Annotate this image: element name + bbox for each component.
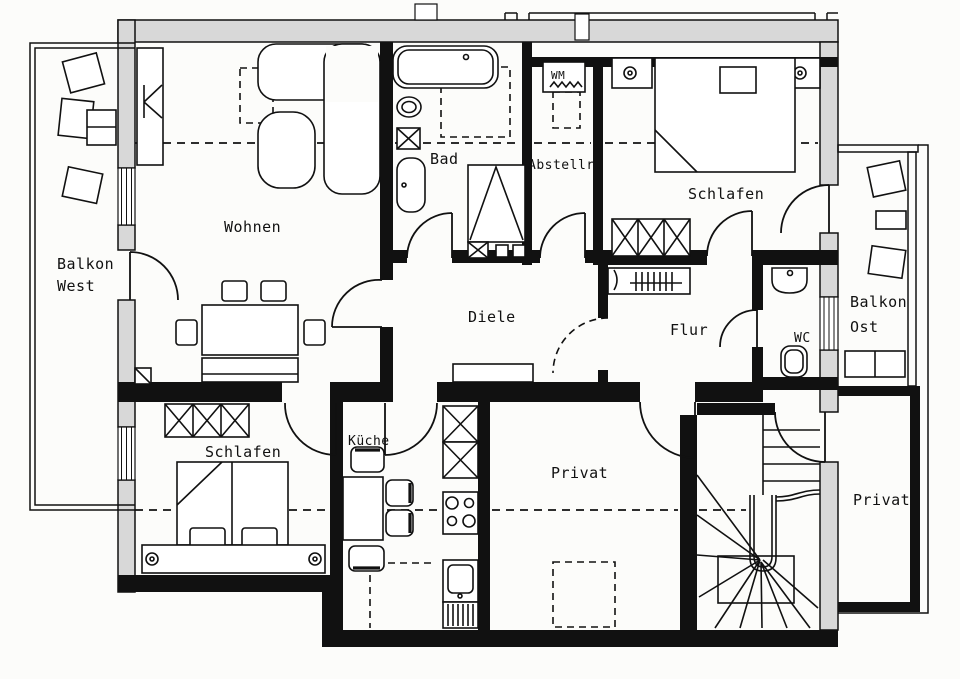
balcony-west-furniture: [57, 51, 117, 205]
balcony-east-furniture: [844, 159, 907, 378]
toilet-bad: [396, 96, 422, 118]
wc-door: [719, 309, 758, 348]
schlafen-top-door: [706, 210, 753, 257]
privat-center-door: [639, 401, 696, 459]
sideboard: [201, 357, 299, 383]
window-wc: [819, 296, 839, 351]
tv-cabinet: [136, 47, 164, 166]
balcony-west-door: [129, 251, 179, 301]
washing-machine: [542, 61, 586, 93]
nightstand-left: [611, 57, 653, 89]
window-wohnen: [117, 167, 136, 226]
dining-chairs: [175, 280, 326, 346]
dining-table: [201, 304, 299, 356]
abstellraum-door: [539, 212, 586, 259]
roof-window-bad: [440, 66, 511, 138]
room-label-schlafen-top: Schlafen: [688, 185, 764, 203]
room-label-abstellraum: Abstellr.: [528, 158, 603, 173]
room-label-diele: Diele: [468, 308, 516, 326]
kitchen-chairs: [348, 446, 414, 572]
washbasin-wc: [771, 267, 808, 294]
room-label-balkon-ost-2: Ost: [850, 318, 879, 336]
doors: [129, 184, 830, 463]
diele-furniture: [452, 363, 534, 383]
kitchen-sink: [442, 559, 479, 603]
wardrobe-bottom: [164, 403, 250, 438]
double-bed-bottom: [141, 461, 326, 574]
abstellraum-furniture: [542, 61, 586, 93]
kueche-furniture: [342, 405, 479, 629]
room-label-flur: Flur: [670, 321, 708, 339]
shower: [467, 164, 526, 243]
wc-furniture: [771, 267, 808, 378]
corner-sofa: [257, 43, 381, 195]
roof-window-abstellraum: [552, 91, 581, 129]
schlafen-bottom-furniture: [141, 403, 326, 574]
stairs-door: [774, 411, 826, 463]
kitchen-drainer: [442, 601, 479, 629]
wohnen-diele-door: [331, 279, 383, 328]
balcony-table: [844, 350, 906, 378]
window-schlafen-bottom: [117, 426, 136, 481]
room-label-schlafen-bottom: Schlafen: [205, 443, 281, 461]
room-label-kueche: Küche: [348, 434, 390, 449]
kitchen-cabinets: [442, 405, 479, 479]
flur-furniture: [607, 267, 691, 295]
hall-bench: [452, 363, 534, 383]
toilet-wc: [780, 345, 808, 378]
schlafen-bottom-door: [284, 402, 337, 456]
windows: [117, 167, 839, 481]
heater-boxes: [467, 241, 526, 259]
room-label-balkon-west-1: Balkon: [57, 255, 114, 273]
diele-flur-opening: [552, 317, 609, 374]
exterior-walls: [117, 3, 839, 631]
washing-machine-label: WM: [551, 69, 565, 82]
armchair: [257, 111, 316, 189]
room-label-balkon-west-2: West: [57, 277, 95, 295]
shaft-box: [396, 127, 421, 150]
balcony-east-door: [780, 184, 830, 234]
kitchen-table: [342, 476, 384, 541]
room-label-privat-center: Privat: [551, 464, 608, 482]
room-label-bad: Bad: [430, 150, 459, 168]
chimney-shaft: [134, 367, 152, 385]
staircase: [696, 415, 821, 629]
room-label-privat-right: Privat: [853, 491, 910, 509]
room-label-wc: WC: [794, 331, 811, 346]
balcony-west-outline: [29, 42, 135, 511]
bad-furniture: [392, 45, 526, 259]
kueche-door: [384, 402, 438, 456]
room-labels: Balkon West Wohnen Bad Abstellr. WM Schl…: [57, 69, 910, 509]
roof-window-privat: [552, 561, 616, 628]
wardrobe-top: [611, 218, 691, 257]
room-label-balkon-ost-1: Balkon: [850, 293, 907, 311]
double-bed-top: [654, 57, 796, 173]
washbasin-bad: [396, 157, 426, 213]
coat-rack: [607, 267, 691, 295]
room-label-wohnen: Wohnen: [224, 218, 281, 236]
balcony-east-outline: [837, 144, 929, 614]
bad-door: [406, 212, 453, 259]
schlafen-top-furniture: [611, 57, 821, 257]
bathtub: [392, 45, 499, 89]
wohnen-furniture: [134, 43, 381, 385]
kitchen-stove: [442, 491, 479, 535]
